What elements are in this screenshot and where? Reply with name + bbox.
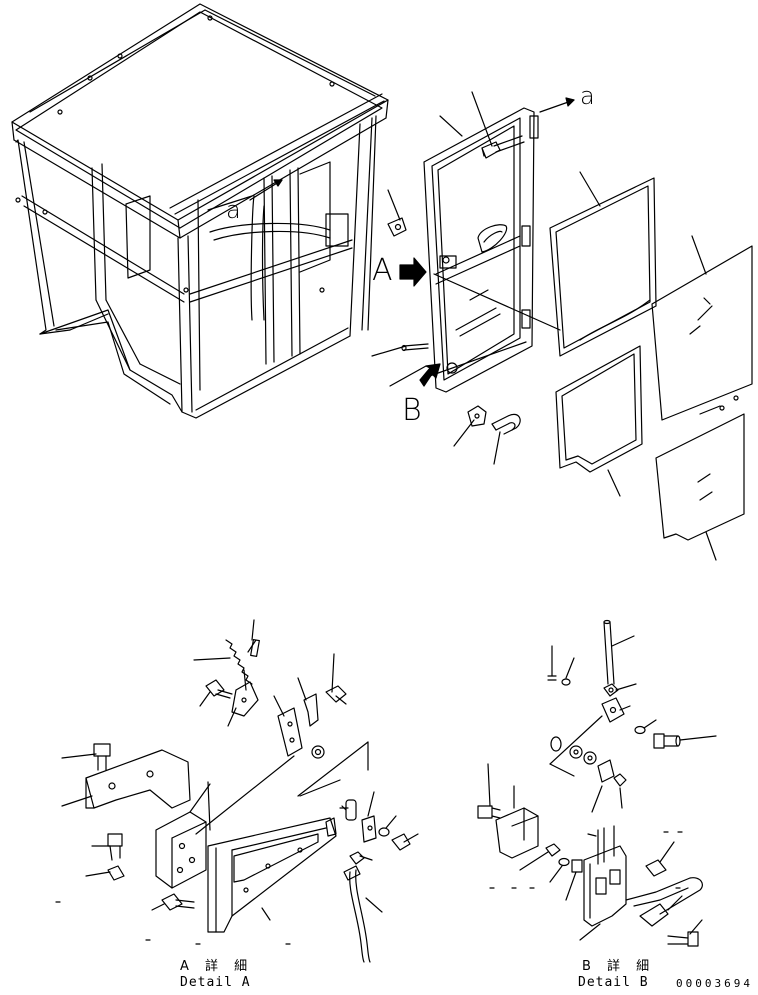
detail-b-title-en: Detail B [578,975,649,990]
door-frame [424,108,538,392]
door-u-bolt [492,414,520,434]
detail-b-title-jp: B 詳 細 [582,959,656,974]
door-bottom-clip [468,406,486,426]
leader-lines-top [372,92,716,560]
detail-a-title-jp: A 詳 細 [180,959,254,974]
view-a-callout: A [372,253,393,288]
cab-reference-arrow-a [250,180,282,200]
view-b-arrow [420,364,440,386]
door-reference-label-a: a [580,82,595,110]
dash-marks [56,832,682,944]
detail-a-assembly [86,640,410,962]
detail-a-title-en: Detail A [180,975,251,990]
window-seal-upper [550,178,656,356]
door-reference-arrow-a [540,98,574,112]
document-number: 00003694 [676,977,753,990]
glass-pins [700,396,738,414]
door-pin [402,344,428,351]
detail-a-leaders [62,620,418,920]
washer-left [388,218,406,236]
view-a-arrow [400,258,426,286]
cab-reference-label-a: a [226,196,241,224]
window-seal-lower [556,346,642,472]
window-glass-upper [652,246,752,420]
door-bolt [482,136,524,158]
cab-frame [12,4,388,418]
detail-b-assembly [478,621,702,947]
detail-b-leaders [488,636,716,940]
window-glass-lower [656,414,744,540]
view-b-callout: B [402,393,422,428]
